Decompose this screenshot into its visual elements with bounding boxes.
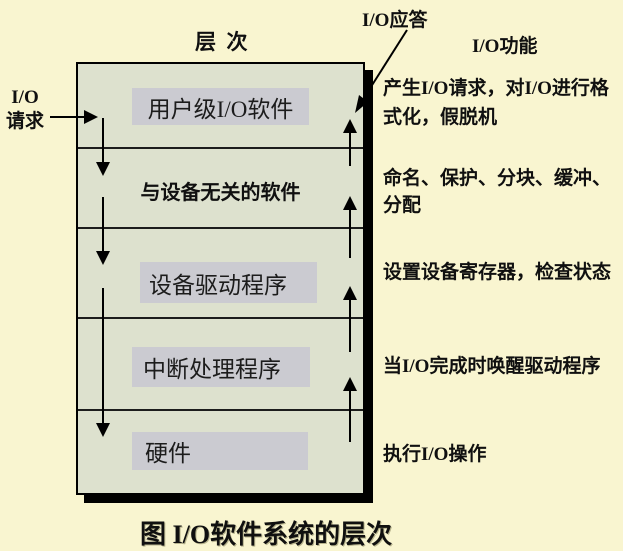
layer-label-device-independent-software: 与设备无关的软件 <box>140 182 301 204</box>
io-request-label-line1: I/O <box>11 87 39 108</box>
function-interrupt-handler: 当I/O完成时唤醒驱动程序 <box>383 356 601 377</box>
function-device-independent-line2: 分配 <box>383 195 422 216</box>
io-request-label-line2: 请求 <box>5 111 44 132</box>
function-hardware: 执行I/O操作 <box>383 444 487 465</box>
layer-label-hardware: 硬件 <box>132 432 308 470</box>
layer-divider-3 <box>78 317 363 319</box>
layer-divider-2 <box>78 227 363 229</box>
layers-column-title: 层 次 <box>195 30 248 54</box>
function-user-io-line2: 式化，假脱机 <box>383 107 498 128</box>
layer-divider-1 <box>78 147 363 149</box>
io-request-label: I/O 请求 <box>2 86 48 134</box>
function-device-driver: 设置设备寄存器，检查状态 <box>383 262 612 283</box>
function-user-io-line1: 产生I/O请求，对I/O进行格 <box>383 78 609 99</box>
functions-column-title: I/O功能 <box>472 36 538 57</box>
figure-caption: 图 I/O软件系统的层次 <box>140 520 393 549</box>
layer-divider-4 <box>78 409 363 411</box>
layer-label-device-driver: 设备驱动程序 <box>140 262 317 303</box>
layer-label-user-io-software: 用户级I/O软件 <box>132 88 309 125</box>
io-response-label: I/O应答 <box>362 10 428 31</box>
layer-label-interrupt-handler: 中断处理程序 <box>132 347 310 387</box>
function-device-independent-line1: 命名、保护、分块、缓冲、 <box>383 168 612 189</box>
